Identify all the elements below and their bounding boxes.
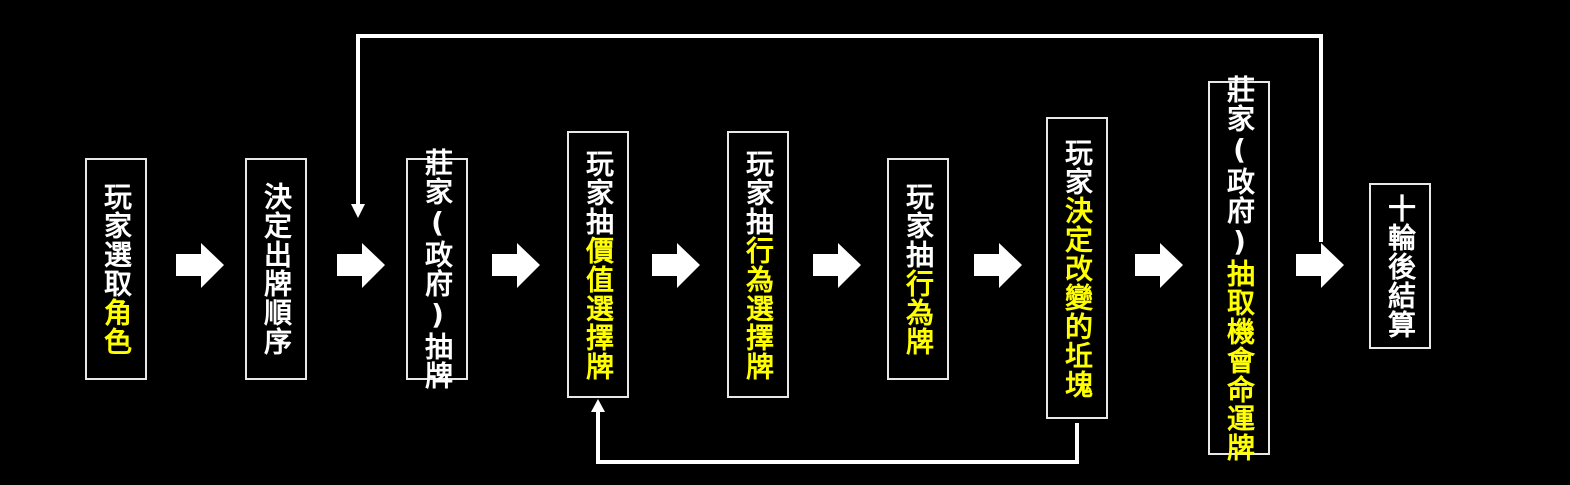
step-label-segment: 玩家選取 <box>100 182 133 298</box>
step-draw-action-choice: 玩家抽 行為選擇牌 <box>727 131 789 398</box>
step-label: 十輪後結算 <box>1384 193 1417 339</box>
loop-back-bottom-connector <box>591 399 1079 464</box>
step-label-segment: 價值選擇牌 <box>582 235 615 381</box>
flow-arrow-6 <box>974 243 1022 288</box>
step-label-segment: 行為選擇牌 <box>742 235 775 381</box>
step-label-segment: 莊家(政府) <box>1223 74 1256 259</box>
step-label: 玩家抽 行為牌 <box>902 182 935 356</box>
flow-arrow-1 <box>176 243 224 288</box>
step-label: 決定出牌順序 <box>260 182 293 356</box>
step-label: 玩家 決定改變的坵塊 <box>1061 137 1094 399</box>
step-choose-role: 玩家選取 角色 <box>85 158 147 380</box>
flow-arrow-8 <box>1296 243 1344 288</box>
step-label-segment: 決定改變的坵塊 <box>1061 195 1094 399</box>
step-draw-value-choice: 玩家抽 價值選擇牌 <box>567 131 629 398</box>
step-label: 玩家抽 價值選擇牌 <box>582 148 615 381</box>
step-label: 莊家(政府)抽牌 <box>421 148 454 390</box>
flow-arrow-4 <box>652 243 700 288</box>
loop-back-top-connector <box>351 34 1323 242</box>
step-label-segment: 玩家抽 <box>742 148 775 236</box>
flow-arrow-7 <box>1135 243 1183 288</box>
step-label-segment: 玩家 <box>1061 137 1094 196</box>
step-label: 玩家抽 行為選擇牌 <box>742 148 775 381</box>
step-label-segment: 決定出牌順序 <box>260 182 293 356</box>
step-draw-action: 玩家抽 行為牌 <box>887 158 949 380</box>
step-label-segment: 十輪後結算 <box>1384 193 1417 339</box>
step-decide-plot: 玩家 決定改變的坵塊 <box>1046 117 1108 419</box>
step-banker-draw-chance: 莊家(政府) 抽取機會命運牌 <box>1208 75 1270 462</box>
flow-arrow-5 <box>813 243 861 288</box>
step-banker-draw: 莊家(政府)抽牌 <box>406 148 468 390</box>
step-label-segment: 玩家抽 <box>582 148 615 236</box>
step-label-segment: 抽取機會命運牌 <box>1223 258 1256 462</box>
arrowhead-up <box>591 399 605 412</box>
step-settle: 十輪後結算 <box>1369 183 1431 349</box>
step-label-segment: 行為牌 <box>902 269 935 356</box>
step-label: 莊家(政府) 抽取機會命運牌 <box>1223 74 1256 462</box>
flow-arrow-3 <box>492 243 540 288</box>
step-label-segment: 玩家抽 <box>902 182 935 269</box>
step-label-segment: 莊家(政府)抽牌 <box>421 148 454 390</box>
arrowhead-down <box>351 204 365 218</box>
step-label-segment: 角色 <box>100 298 133 356</box>
step-label: 玩家選取 角色 <box>100 182 133 356</box>
step-decide-order: 決定出牌順序 <box>245 158 307 380</box>
flow-arrow-2 <box>337 243 385 288</box>
